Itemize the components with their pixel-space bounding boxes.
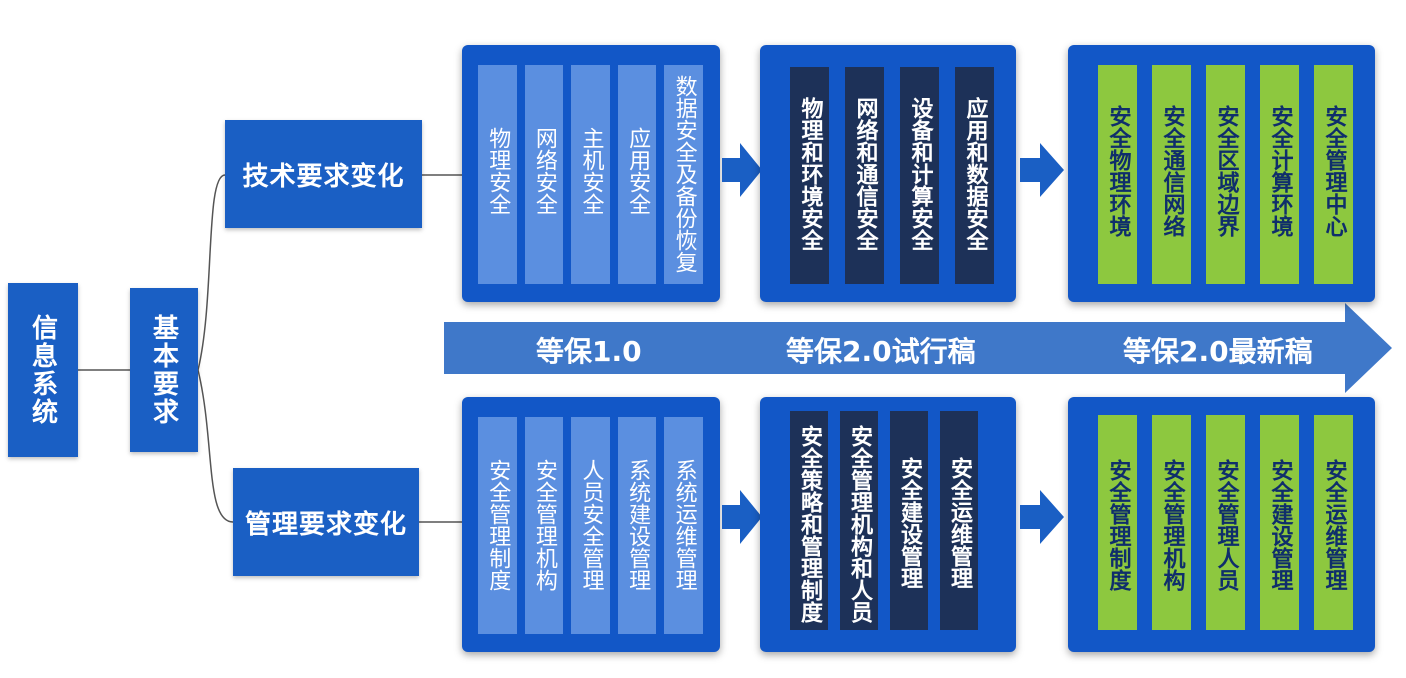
- mgmt-v2-latest-item-label: 安全管理人员: [1213, 459, 1239, 591]
- tech-v2-trial-item-label: 网络和通信安全: [852, 97, 878, 251]
- tech-v2-latest-item: 安全物理环境: [1098, 65, 1137, 284]
- mgmt-v2-latest-item-label: 安全管理机构: [1159, 459, 1185, 591]
- mgmt-v2-trial-item: 安全策略和管理制度: [790, 411, 828, 630]
- basic-box: 基本要求: [130, 288, 198, 452]
- tech-v1-item-label: 主机安全: [578, 127, 604, 215]
- mgmt-v2-trial-item: 安全管理机构和人员: [840, 411, 878, 630]
- root-box: 信息系统: [8, 283, 78, 457]
- mgmt-v2-latest-item-label: 安全运维管理: [1321, 459, 1347, 591]
- mgmt-v2-trial-item-label: 安全策略和管理制度: [797, 425, 822, 623]
- mgmt-v2-trial-item: 安全建设管理: [890, 411, 928, 630]
- tech-v2-trial-panel: 物理和环境安全 网络和通信安全 设备和计算安全 应用和数据安全: [760, 45, 1016, 302]
- tech-v1-item-label: 数据安全及备份恢复: [671, 75, 697, 273]
- tech-v2-latest-item-label: 安全物理环境: [1105, 105, 1131, 237]
- mgmt-branch-box: 管理要求变化: [233, 468, 419, 576]
- tech-v1-panel: 物理安全 网络安全 主机安全 应用安全 数据安全及备份恢复: [462, 45, 720, 302]
- arrow-right-icon: [1020, 490, 1064, 544]
- mgmt-v1-item: 系统建设管理: [617, 417, 657, 634]
- mgmt-v1-item-label: 系统建设管理: [625, 459, 651, 591]
- tech-v2-trial-item-label: 物理和环境安全: [797, 97, 823, 251]
- tech-branch-box: 技术要求变化: [225, 120, 422, 228]
- tech-v2-latest-item: 安全计算环境: [1260, 65, 1299, 284]
- tech-v1-item-label: 网络安全: [531, 127, 557, 215]
- mgmt-v2-latest-panel: 安全管理制度 安全管理机构 安全管理人员 安全建设管理 安全运维管理: [1068, 397, 1375, 652]
- tech-branch-label: 技术要求变化: [242, 161, 405, 192]
- mgmt-v2-trial-item-label: 安全运维管理: [947, 457, 972, 589]
- connector-basic-mgmt: [197, 369, 234, 523]
- mgmt-v2-latest-item: 安全管理人员: [1206, 415, 1245, 630]
- mgmt-v1-item: 安全管理制度: [478, 417, 517, 634]
- mgmt-v2-latest-item: 安全运维管理: [1314, 415, 1353, 630]
- tech-v2-trial-item-label: 应用和数据安全: [962, 97, 988, 251]
- root-label: 信息系统: [27, 314, 58, 426]
- mgmt-v1-panel: 安全管理制度 安全管理机构 人员安全管理 系统建设管理 系统运维管理: [462, 397, 720, 652]
- basic-label: 基本要求: [148, 314, 179, 426]
- tech-v1-item: 物理安全: [478, 65, 517, 284]
- mgmt-v1-item: 人员安全管理: [571, 417, 610, 634]
- mgmt-v1-item-label: 系统运维管理: [671, 459, 697, 591]
- tech-v2-latest-item-label: 安全通信网络: [1159, 105, 1185, 237]
- connector-basic-tech: [197, 174, 226, 371]
- tech-v1-item-label: 物理安全: [485, 127, 511, 215]
- tech-v2-latest-item: 安全区域边界: [1206, 65, 1245, 284]
- mgmt-v1-item: 系统运维管理: [664, 417, 703, 634]
- tech-v2-latest-panel: 安全物理环境 安全通信网络 安全区域边界 安全计算环境 安全管理中心: [1068, 45, 1375, 302]
- mgmt-v2-trial-item-label: 安全建设管理: [897, 457, 922, 589]
- tech-v2-trial-item: 设备和计算安全: [900, 67, 939, 284]
- mgmt-v1-item-label: 人员安全管理: [578, 459, 604, 591]
- mgmt-branch-label: 管理要求变化: [244, 509, 407, 540]
- tech-v2-trial-item-label: 设备和计算安全: [907, 97, 933, 251]
- mgmt-v2-latest-item: 安全管理制度: [1098, 415, 1137, 630]
- timeline-label-v2-trial: 等保2.0试行稿: [786, 335, 976, 368]
- mgmt-v2-trial-panel: 安全策略和管理制度 安全管理机构和人员 安全建设管理 安全运维管理: [760, 397, 1016, 652]
- timeline-label-v1: 等保1.0: [536, 335, 642, 368]
- mgmt-v2-trial-item-label: 安全管理机构和人员: [847, 425, 872, 623]
- arrow-right-icon: [1020, 143, 1064, 197]
- tech-v2-latest-item: 安全通信网络: [1152, 65, 1191, 284]
- tech-v2-latest-item: 安全管理中心: [1314, 65, 1353, 284]
- tech-v1-item: 数据安全及备份恢复: [664, 65, 703, 284]
- timeline-arrow-shape: [444, 303, 1392, 393]
- tech-v2-trial-item: 网络和通信安全: [845, 67, 884, 284]
- arrow-right-icon: [722, 143, 762, 197]
- tech-v2-trial-item: 物理和环境安全: [790, 67, 829, 284]
- tech-v2-latest-item-label: 安全区域边界: [1213, 105, 1239, 237]
- mgmt-v1-item: 安全管理机构: [524, 417, 564, 634]
- tech-v1-item: 应用安全: [617, 65, 657, 284]
- mgmt-v2-latest-item: 安全管理机构: [1152, 415, 1191, 630]
- mgmt-v1-item-label: 安全管理制度: [485, 459, 511, 591]
- timeline-label-v2-latest: 等保2.0最新稿: [1123, 335, 1313, 368]
- tech-v2-latest-item-label: 安全计算环境: [1267, 105, 1293, 237]
- mgmt-v2-latest-item-label: 安全建设管理: [1267, 459, 1293, 591]
- mgmt-v2-latest-item-label: 安全管理制度: [1105, 459, 1131, 591]
- tech-v1-item-label: 应用安全: [625, 127, 651, 215]
- mgmt-v2-trial-item: 安全运维管理: [940, 411, 978, 630]
- tech-v1-item: 主机安全: [571, 65, 610, 284]
- mgmt-v1-item-label: 安全管理机构: [531, 459, 557, 591]
- tech-v2-latest-item-label: 安全管理中心: [1321, 105, 1347, 237]
- tech-v2-trial-item: 应用和数据安全: [955, 67, 994, 284]
- mgmt-v2-latest-item: 安全建设管理: [1260, 415, 1299, 630]
- arrow-right-icon: [722, 490, 762, 544]
- tech-v1-item: 网络安全: [524, 65, 564, 284]
